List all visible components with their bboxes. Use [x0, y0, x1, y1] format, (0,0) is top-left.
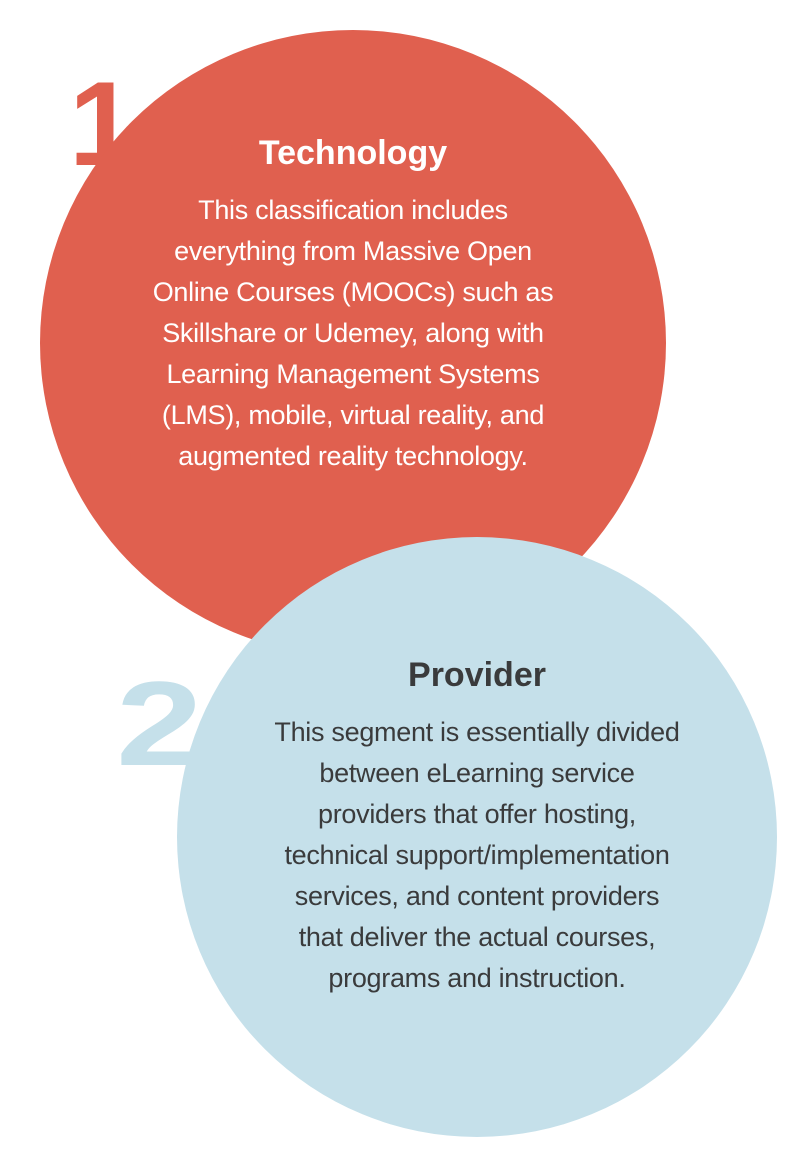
provider-text-block: Provider This segment is essentially div…: [217, 655, 737, 999]
provider-body-line: providers that offer hosting,: [318, 799, 636, 829]
technology-body-line: augmented reality technology.: [178, 441, 528, 471]
technology-body-line: everything from Massive Open: [174, 236, 532, 266]
provider-circle: [177, 537, 777, 1137]
technology-body-line: (LMS), mobile, virtual reality, and: [161, 400, 545, 430]
provider-body-line: programs and instruction.: [328, 963, 626, 993]
provider-body-line: services, and content providers: [294, 881, 660, 911]
technology-body-line: This classification includes: [198, 195, 508, 225]
provider-body-line: that deliver the actual courses,: [298, 922, 656, 952]
provider-body-line: between eLearning service: [319, 758, 635, 788]
technology-text-block: Technology This classification includes …: [93, 133, 613, 477]
provider-body-line: technical support/implementation: [284, 840, 670, 870]
provider-title: Provider: [408, 656, 546, 694]
provider-body: This segment is essentially divided betw…: [217, 712, 737, 999]
technology-body-line: Online Courses (MOOCs) such as: [152, 277, 554, 307]
technology-body-line: Learning Management Systems: [166, 359, 540, 389]
technology-body: This classification includes everything …: [93, 190, 613, 477]
technology-title: Technology: [258, 134, 448, 172]
provider-body-line: This segment is essentially divided: [274, 717, 680, 747]
technology-body-line: Skillshare or Udemey, along with: [162, 318, 544, 348]
